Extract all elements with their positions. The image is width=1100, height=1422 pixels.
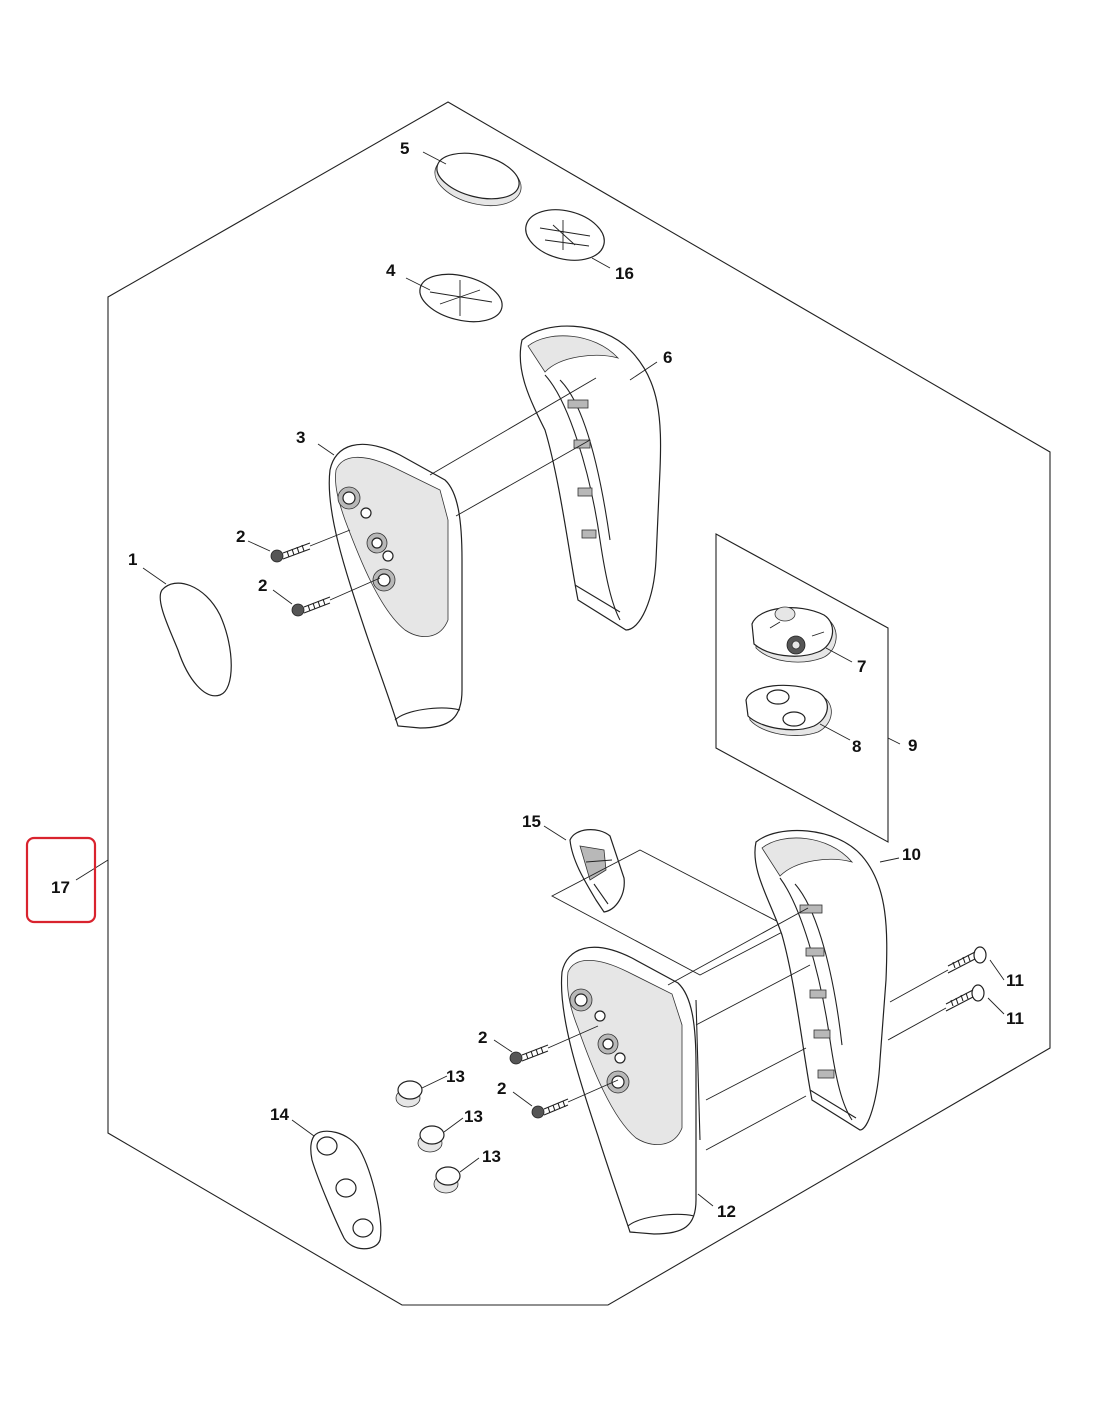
callout-11: 11 [1006, 971, 1024, 990]
part-3-front-shell [328, 443, 463, 729]
part-14-hole-pad [310, 1130, 382, 1250]
part-7-button-panel [751, 606, 837, 663]
part-13-plug-b [417, 1125, 445, 1153]
callout-16: 16 [615, 264, 634, 283]
part-11-screw-b [887, 984, 985, 1041]
part-4-label [419, 273, 503, 323]
callout-4: 4 [386, 261, 396, 280]
part-6-rear-shell [519, 325, 662, 631]
part-16-label [525, 209, 605, 261]
part-2-screw-lower-b [531, 1079, 619, 1119]
part-13-plug-c [433, 1166, 461, 1194]
part-10-rear-shell [754, 829, 888, 1131]
part-12-front-shell [560, 946, 701, 1235]
callout-13: 13 [446, 1067, 465, 1086]
callout-11: 11 [1006, 1009, 1024, 1028]
callout-2: 2 [497, 1079, 506, 1098]
guide-line [667, 907, 809, 986]
callout-14: 14 [270, 1105, 289, 1124]
guide-line [455, 439, 591, 517]
callout-7: 7 [857, 657, 866, 676]
guide-line [695, 964, 811, 1026]
callout-8: 8 [852, 737, 861, 756]
part-2-screw-upper-b [291, 577, 381, 617]
callout-3: 3 [296, 428, 305, 447]
part-5-cap [434, 152, 522, 207]
callout-10: 10 [902, 845, 921, 864]
callout-5: 5 [400, 139, 409, 158]
guide-line [429, 377, 597, 476]
part-1-grip-pad [159, 582, 232, 697]
part-8-gasket [745, 684, 832, 736]
part-2-screw-upper-a [270, 529, 351, 563]
part-13-plug-a [395, 1080, 423, 1108]
callout-15: 15 [522, 812, 541, 831]
callout-9: 9 [908, 736, 917, 755]
guide-line [705, 1047, 807, 1101]
part-15-bracket [569, 829, 625, 913]
callout-2: 2 [236, 527, 245, 546]
subkit-9-outline [715, 533, 889, 843]
guide-line [705, 1095, 807, 1151]
callout-2: 2 [478, 1028, 487, 1047]
callout-1: 1 [128, 550, 137, 569]
callout-6: 6 [663, 348, 672, 367]
part-2-screw-lower-a [509, 1025, 599, 1065]
callout-12: 12 [717, 1202, 736, 1221]
highlight-box-17[interactable] [25, 836, 97, 924]
callout-13: 13 [482, 1147, 501, 1166]
part-11-screw-a [889, 946, 987, 1003]
callout-17: 17 [51, 878, 70, 897]
callout-2: 2 [258, 576, 267, 595]
kit-outline [107, 101, 1051, 1306]
callout-13: 13 [464, 1107, 483, 1126]
callout-leaders [75, 151, 1005, 1207]
